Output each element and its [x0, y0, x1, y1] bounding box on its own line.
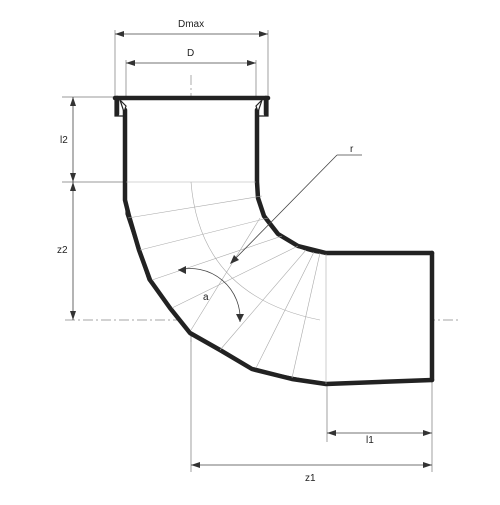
z2-dimension — [70, 182, 76, 320]
pipe-walls — [112, 95, 435, 387]
l2-label: l2 — [60, 135, 68, 146]
l1-label: l1 — [366, 435, 374, 446]
l1-dimension — [327, 430, 432, 436]
dmax-dimension — [115, 31, 268, 37]
dmax-label: Dmax — [178, 19, 204, 30]
angle-indicator — [177, 266, 244, 323]
pipe-bend-body — [114, 97, 433, 385]
angle-label: a — [203, 292, 209, 303]
z1-dimension — [191, 462, 432, 468]
z2-label: z2 — [57, 245, 68, 256]
r-label: r — [350, 144, 354, 155]
d-label: D — [187, 48, 194, 59]
l2-dimension — [70, 97, 76, 182]
segment-lines — [126, 181, 327, 384]
radius-leader — [230, 154, 362, 264]
d-dimension — [126, 60, 256, 66]
z1-label: z1 — [305, 473, 316, 484]
